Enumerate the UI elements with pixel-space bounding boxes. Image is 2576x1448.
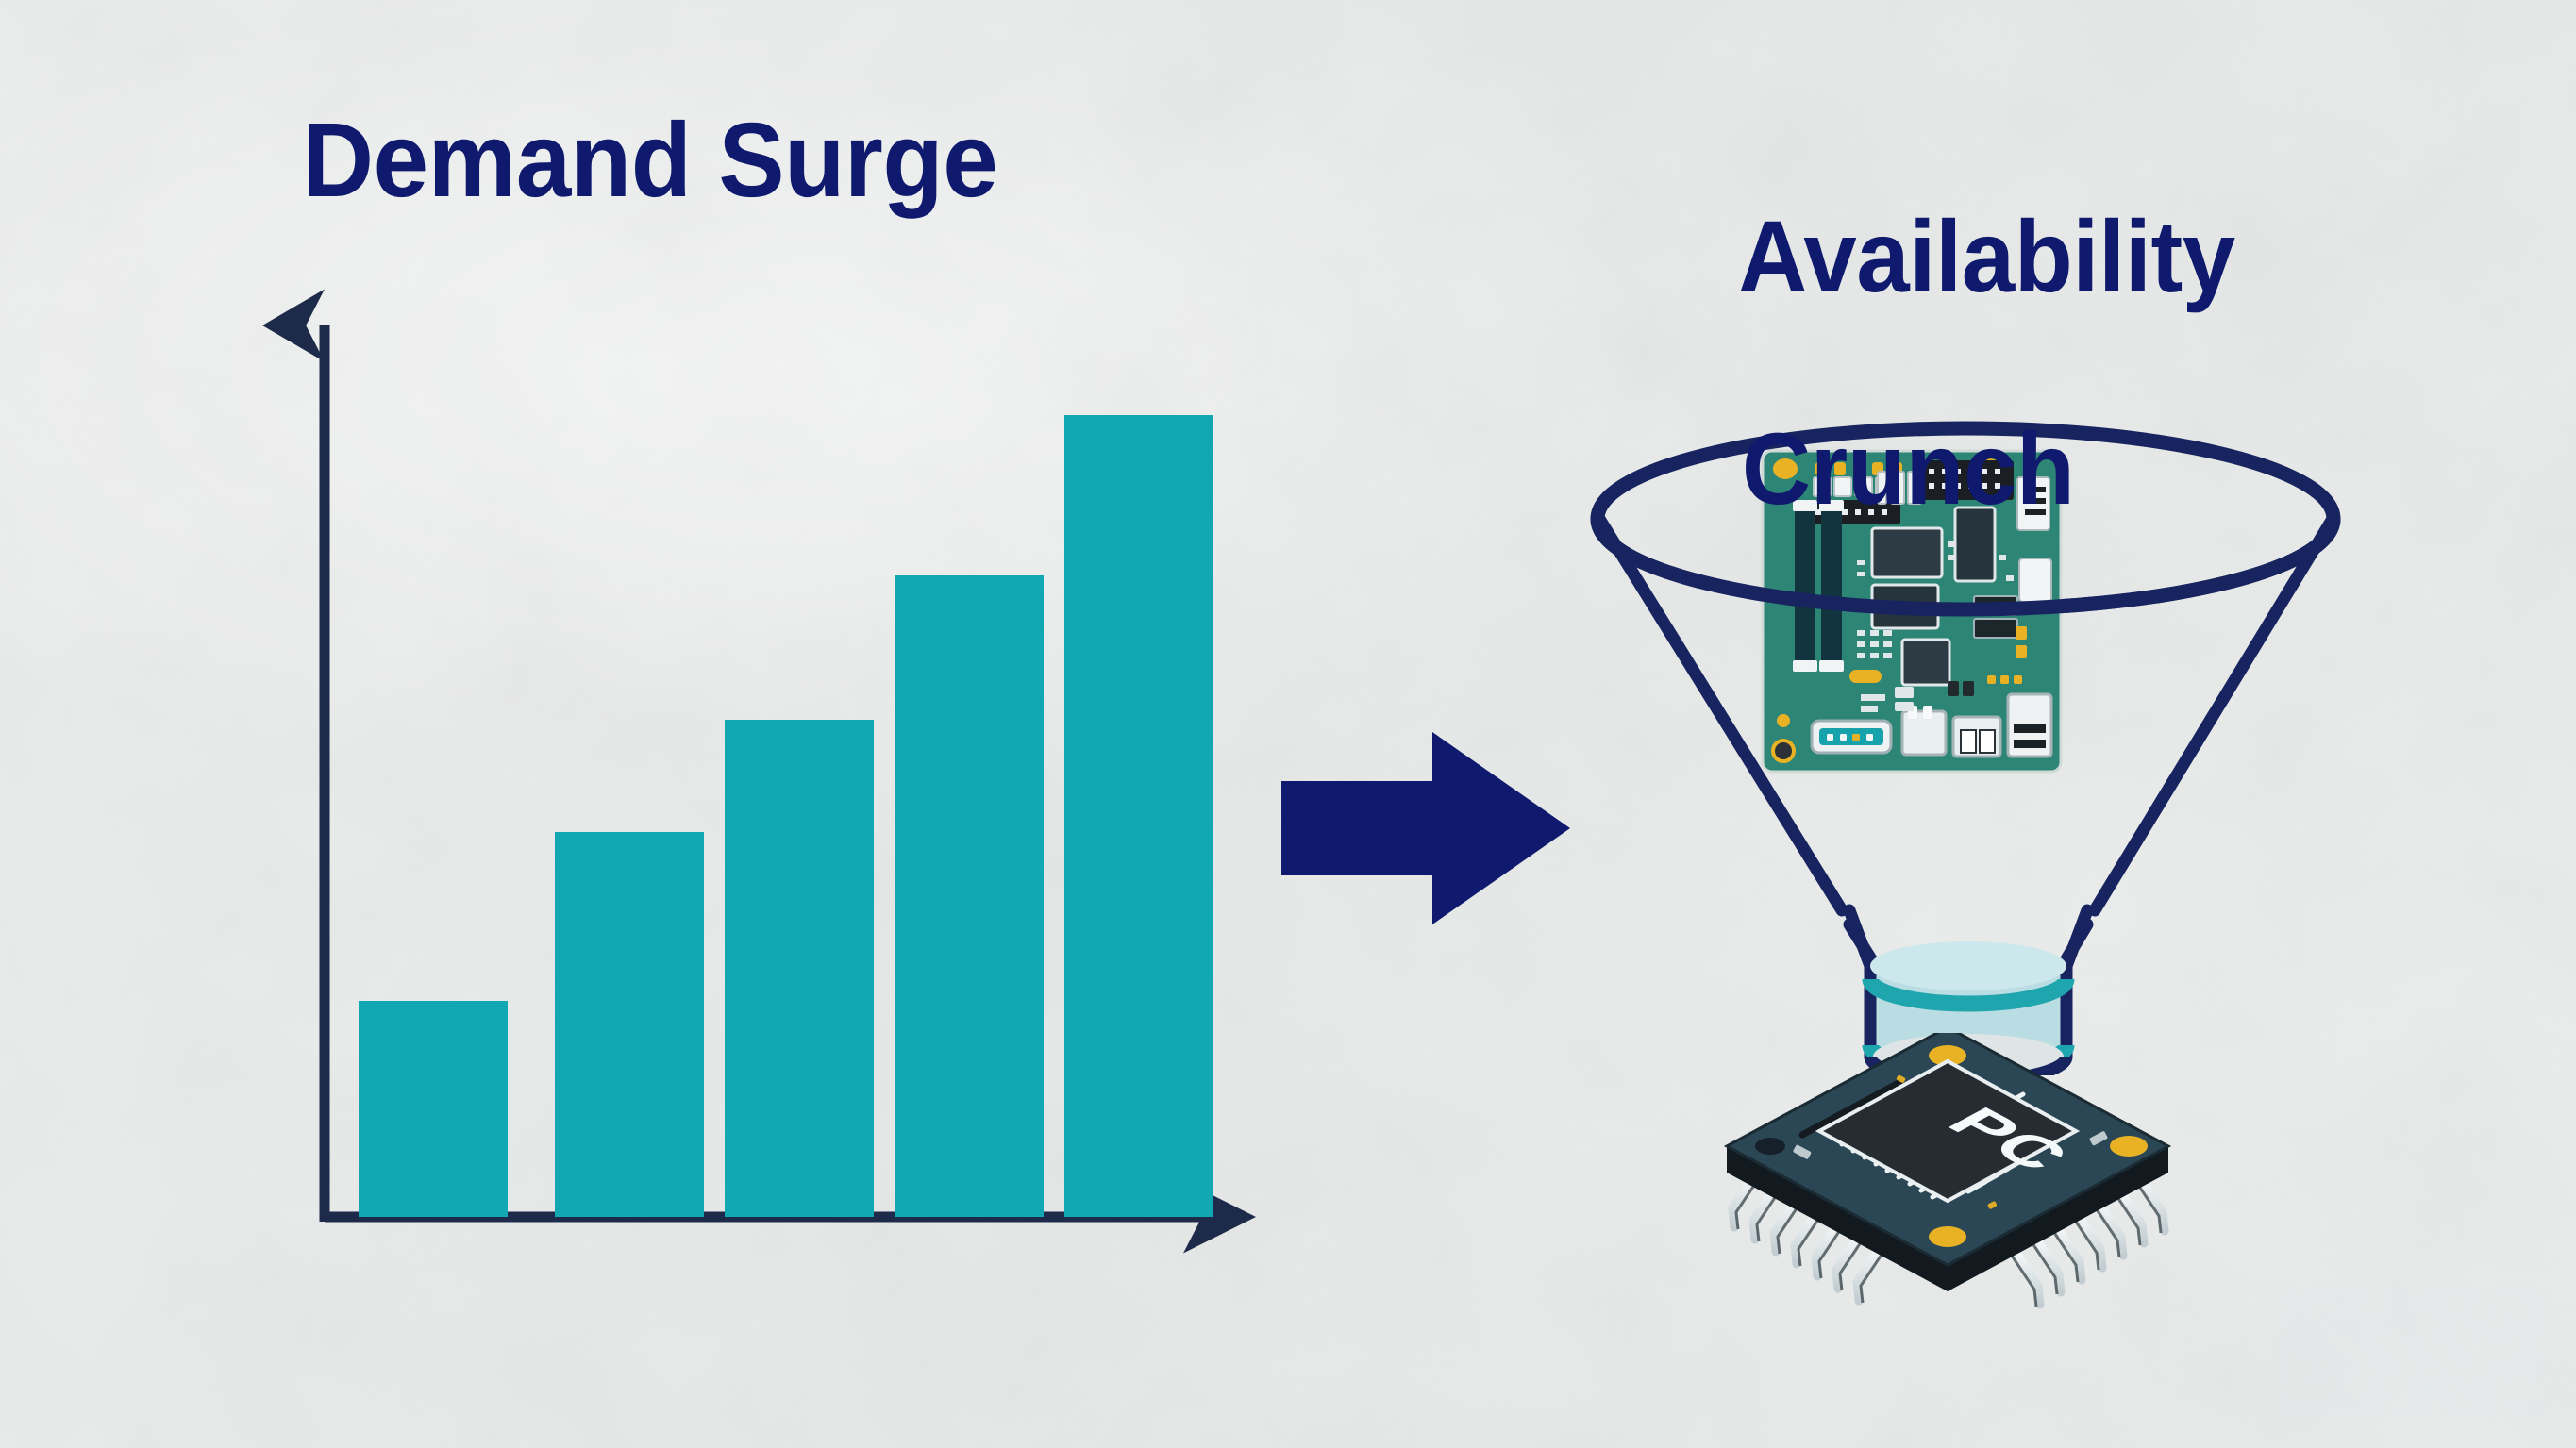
chip-pad xyxy=(1929,1226,1966,1247)
corner-watermark xyxy=(2298,1296,2524,1406)
page-title-availability-crunch: Availability Crunch xyxy=(1637,98,2235,734)
page-title-demand-surge: Demand Surge xyxy=(302,101,998,219)
bar-2 xyxy=(555,832,704,1217)
demand-surge-bar-chart xyxy=(262,283,1321,1254)
chip-pad xyxy=(2110,1136,2148,1157)
flow-arrow xyxy=(1281,732,1570,924)
arrow-right-icon xyxy=(1281,732,1570,924)
chip-notch xyxy=(1755,1138,1785,1155)
bar-5 xyxy=(1064,415,1213,1217)
bar-4 xyxy=(895,575,1044,1217)
bar-1 xyxy=(359,1000,508,1217)
mounting-hole xyxy=(1771,739,1796,763)
title-line-availability: Availability xyxy=(1738,199,2235,314)
title-line-crunch: Crunch xyxy=(1741,410,2075,525)
pc-microchip: PC xyxy=(1723,1033,2172,1309)
bar-3 xyxy=(725,720,874,1217)
